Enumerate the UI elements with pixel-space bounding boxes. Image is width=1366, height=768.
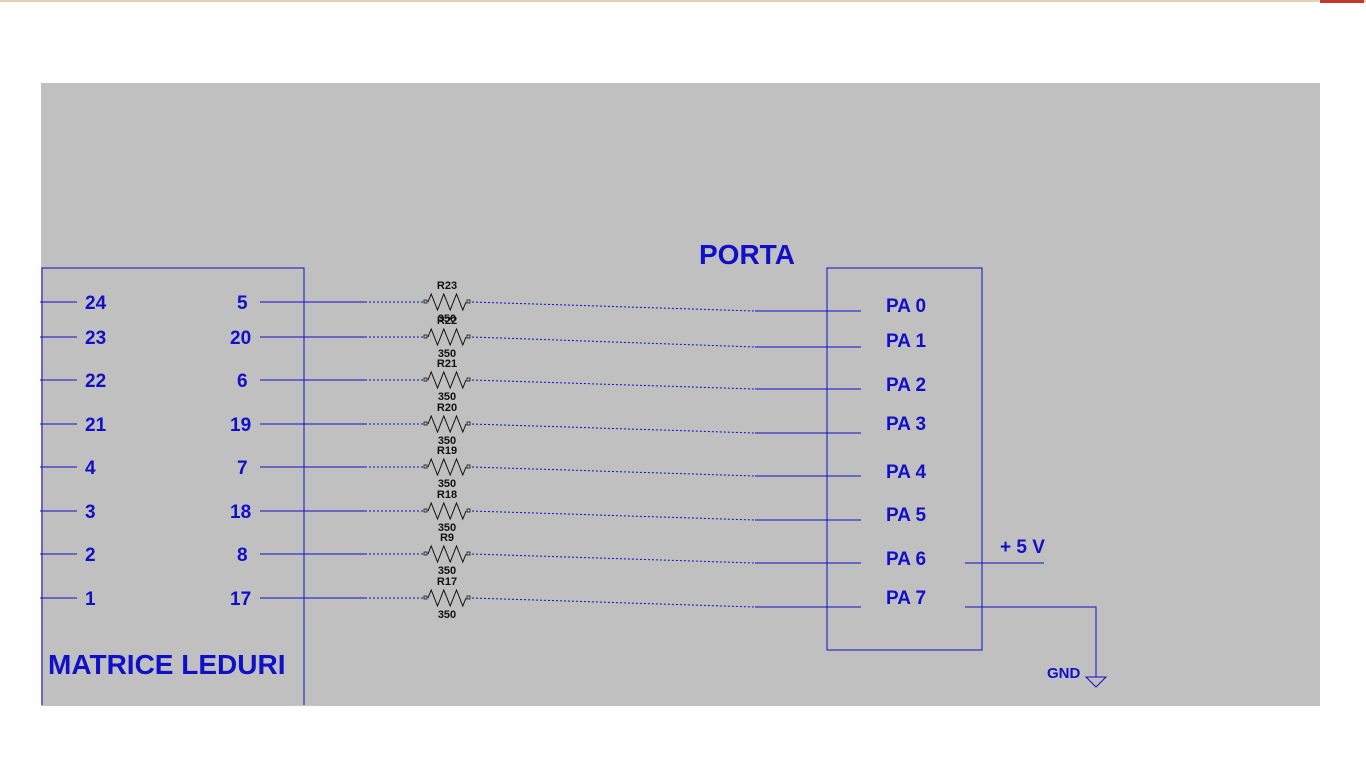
- resistor-value: 350: [438, 391, 456, 403]
- resistor-terminal: [466, 595, 471, 600]
- net-wire: [471, 301, 756, 312]
- resistor-name: R22: [437, 315, 457, 327]
- port-pin-label: PA 6: [886, 549, 926, 570]
- port-pin-label: PA 7: [886, 588, 926, 609]
- resistor-value: 350: [438, 522, 456, 534]
- port-pin-label: PA 1: [886, 331, 927, 352]
- resistor-name: R9: [440, 532, 454, 544]
- matrix-left-pin-label: 23: [85, 328, 106, 349]
- net-wire: [471, 336, 756, 348]
- net-wire: [471, 553, 756, 564]
- matrix-box: [41, 267, 305, 705]
- matrix-right-pin-label: 8: [237, 545, 248, 566]
- resistor-symbol: [427, 501, 467, 521]
- net-wire: [471, 423, 756, 434]
- resistor-name: R20: [437, 402, 457, 414]
- port-box: [826, 267, 983, 651]
- resistor-terminal: [466, 299, 471, 304]
- resistor-name: R23: [437, 280, 457, 292]
- matrix-left-pin-label: 1: [85, 589, 96, 610]
- resistor-name: R17: [437, 576, 457, 588]
- matrix-right-pin-label: 18: [230, 502, 251, 523]
- gnd-label: GND: [1047, 665, 1081, 682]
- matrix-left-pin-label: 24: [85, 293, 107, 314]
- net-wire: [471, 510, 756, 521]
- resistor-terminal: [423, 334, 428, 339]
- resistor-terminal: [423, 421, 428, 426]
- resistor-terminal: [423, 299, 428, 304]
- vcc-label: + 5 V: [1000, 537, 1045, 558]
- gnd-wire: [965, 606, 1097, 677]
- resistor-value: 350: [438, 565, 456, 577]
- matrix-right-pin-label: 5: [237, 293, 248, 314]
- gnd-symbol: [1084, 676, 1108, 688]
- resistor-value: 350: [438, 348, 456, 360]
- net-wire: [471, 466, 756, 477]
- resistor-terminal: [423, 377, 428, 382]
- window-edge-mark: [1320, 0, 1364, 3]
- resistor-symbol: [427, 370, 467, 390]
- resistor-terminal: [466, 377, 471, 382]
- matrix-right-pin-label: 20: [230, 328, 251, 349]
- resistor-value: 350: [438, 478, 456, 490]
- schematic-canvas: [41, 83, 1320, 706]
- matrix-left-pin-label: 22: [85, 371, 106, 392]
- resistor-symbol: [427, 327, 467, 347]
- resistor-terminal: [423, 551, 428, 556]
- resistor-terminal: [423, 595, 428, 600]
- matrix-right-pin-label: 6: [237, 371, 248, 392]
- matrix-left-pin-label: 3: [85, 502, 96, 523]
- resistor-symbol: [427, 457, 467, 477]
- matrix-left-pin-label: 2: [85, 545, 96, 566]
- net-wire: [471, 379, 756, 390]
- resistor-terminal: [423, 464, 428, 469]
- port-pin-label: PA 3: [886, 414, 926, 435]
- matrix-right-pin-label: 17: [230, 589, 251, 610]
- resistor-terminal: [466, 334, 471, 339]
- matrix-left-pin-label: 4: [85, 458, 96, 479]
- port-pin-label: PA 2: [886, 375, 926, 396]
- matrix-title: MATRICE LEDURI: [48, 649, 285, 680]
- top-border: [0, 0, 1366, 2]
- resistor-name: R21: [437, 358, 457, 370]
- resistor-symbol: [427, 588, 467, 608]
- resistor-terminal: [466, 464, 471, 469]
- port-pin-label: PA 5: [886, 505, 927, 526]
- matrix-right-pin-label: 19: [230, 415, 251, 436]
- port-pin-label: PA 4: [886, 462, 927, 483]
- resistor-symbol: [427, 544, 467, 564]
- port-pin-label: PA 0: [886, 296, 926, 317]
- resistor-terminal: [423, 508, 428, 513]
- resistor-name: R18: [437, 489, 457, 501]
- net-wire: [471, 597, 756, 608]
- matrix-right-pin-label: 7: [237, 458, 248, 479]
- resistor-name: R19: [437, 445, 457, 457]
- matrix-left-pin-label: 21: [85, 415, 107, 436]
- resistor-terminal: [466, 551, 471, 556]
- resistor-symbol: [427, 414, 467, 434]
- resistor-value: 350: [438, 609, 456, 621]
- port-title: PORTA: [699, 239, 795, 270]
- resistor-value: 350: [438, 313, 456, 325]
- resistor-symbol: [427, 292, 467, 312]
- resistor-value: 350: [438, 435, 456, 447]
- resistor-terminal: [466, 508, 471, 513]
- resistor-terminal: [466, 421, 471, 426]
